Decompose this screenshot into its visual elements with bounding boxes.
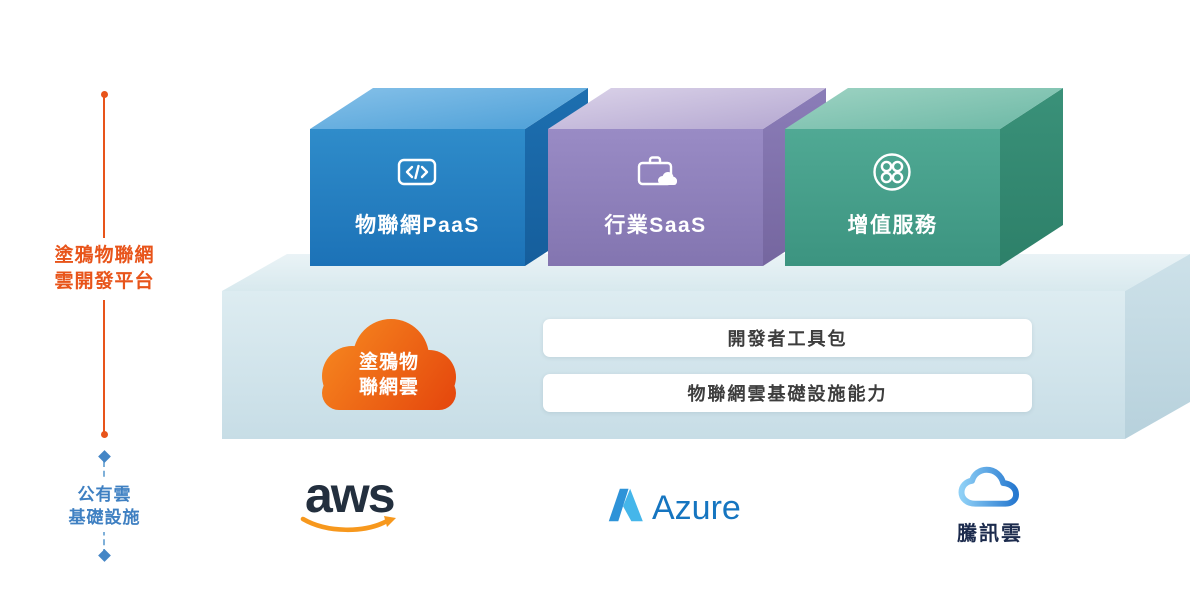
tuya-cloud-label-line2: 聯網雲 xyxy=(358,377,419,398)
bracket-dot-bottom xyxy=(101,431,108,438)
pill-iot-infrastructure: 物聯網雲基礎設施能力 xyxy=(543,374,1032,412)
box-iot-paas xyxy=(310,88,588,266)
code-card-icon xyxy=(397,158,437,186)
pill-label: 開發者工具包 xyxy=(727,329,848,349)
tencent-cloud-text: 騰訊雲 xyxy=(957,523,1023,545)
tuya-platform-annotation-line1: 塗鴉物聯網 xyxy=(54,245,155,266)
box-front-face xyxy=(310,129,525,266)
box-front-face xyxy=(785,129,1000,266)
tuya-platform-annotation: 塗鴉物聯網 雲開發平台 xyxy=(36,238,173,300)
pill-developer-toolkit: 開發者工具包 xyxy=(543,319,1032,357)
tuya-cloud-label-line1: 塗鴉物 xyxy=(358,352,419,373)
tuya-cloud-shape xyxy=(322,319,456,410)
briefcase-cloud-icon xyxy=(637,156,677,186)
four-circles-icon xyxy=(873,153,911,191)
public-cloud-annotation-line2: 基礎設施 xyxy=(68,508,141,527)
box-industry-saas xyxy=(548,88,826,266)
azure-logo-icon xyxy=(608,488,643,522)
pill-label: 物聯網雲基礎設施能力 xyxy=(687,384,888,404)
tuya-platform-annotation-line2: 雲開發平台 xyxy=(54,271,155,292)
box-side-face xyxy=(1000,88,1063,266)
tencent-cloud-icon xyxy=(958,466,1020,507)
box-value-added-services xyxy=(785,88,1063,266)
box-front-face xyxy=(548,129,763,266)
box-top-face xyxy=(785,88,1063,129)
tuya-cloud-label: 塗鴉物 聯網雲 xyxy=(337,350,441,400)
azure-logo-text: Azure xyxy=(652,489,741,527)
platform-side-face xyxy=(1125,254,1190,439)
aws-smile-arrow-icon xyxy=(300,516,396,533)
small-cloud-icon xyxy=(658,172,677,185)
aws-logo-text: aws xyxy=(305,467,396,523)
box-top-face xyxy=(548,88,826,129)
box-top-face xyxy=(310,88,588,129)
bracket-dot-top xyxy=(101,91,108,98)
box-label-industry-saas: 行業SaaS xyxy=(604,214,707,237)
public-cloud-annotation: 公有雲 基礎設施 xyxy=(36,480,173,532)
box-label-iot-paas: 物聯網PaaS xyxy=(355,214,480,237)
public-cloud-annotation-line1: 公有雲 xyxy=(77,485,132,504)
box-label-value-added: 增值服務 xyxy=(847,214,938,237)
